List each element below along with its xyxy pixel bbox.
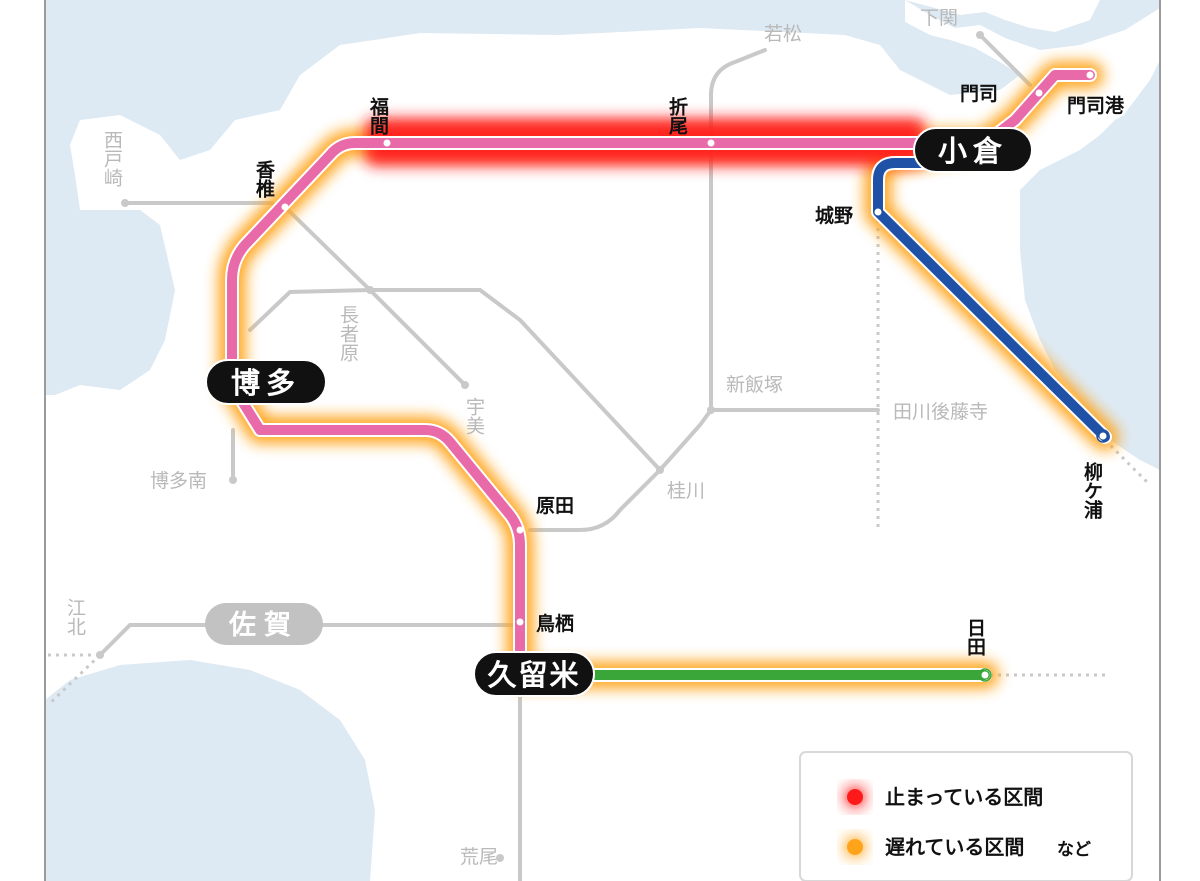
line-wakamatsu bbox=[709, 48, 767, 142]
shiniizuka-label: 新飯塚 bbox=[726, 374, 783, 396]
umi-dot bbox=[461, 381, 469, 389]
jono-dot bbox=[874, 208, 882, 216]
arao-dot bbox=[496, 854, 504, 862]
mojiko-label: 門司港 bbox=[1067, 95, 1125, 117]
legend-delayed-label: 遅れている区間 bbox=[885, 835, 1024, 859]
sea-north bbox=[45, 0, 1160, 395]
nishitozaki-dot bbox=[121, 199, 129, 207]
tagawagotoji-label: 田川後藤寺 bbox=[893, 401, 988, 423]
kagoshima-line-pink bbox=[227, 70, 1095, 677]
shiniizuka-dot bbox=[707, 406, 715, 414]
kurume-label: 久留米 bbox=[487, 658, 580, 692]
arao-label: 荒尾 bbox=[460, 846, 498, 868]
sea-ariake bbox=[45, 660, 375, 881]
orio-label: 折尾 bbox=[666, 97, 688, 136]
major-station-hakata[interactable]: 博多 bbox=[205, 359, 327, 405]
major-station-saga[interactable]: 佐賀 bbox=[205, 603, 323, 645]
orio-dot bbox=[707, 139, 715, 147]
inlet-east-bay bbox=[1040, 95, 1160, 440]
umi-label: 宇美 bbox=[463, 397, 485, 435]
fukuma-label: 福間 bbox=[367, 96, 390, 135]
legend: 止まっている区間 遅れている区間 など bbox=[799, 751, 1133, 881]
hita-label: 日田 bbox=[964, 618, 986, 656]
wakamatsu-label: 若松 bbox=[764, 23, 802, 45]
kashii-dot bbox=[281, 203, 289, 211]
moji-label: 門司 bbox=[960, 83, 998, 105]
kokura-label: 小倉 bbox=[938, 134, 1008, 168]
hakata-label: 博多 bbox=[231, 366, 301, 400]
line-shimonoseki bbox=[978, 33, 1032, 87]
station-labels-black: 福間 折尾 香椎 門司 門司港 城野 柳ケ浦 原田 鳥栖 日田 bbox=[253, 83, 1125, 656]
harada-label: 原田 bbox=[536, 495, 574, 517]
nishitozaki-label: 西戸崎 bbox=[101, 130, 123, 187]
hakataminami-dot bbox=[229, 476, 237, 484]
keisen-label: 桂川 bbox=[667, 480, 705, 502]
legend-stopped-label: 止まっている区間 bbox=[885, 785, 1043, 809]
kouhoku-label: 江北 bbox=[64, 598, 86, 636]
line-nagasaki bbox=[98, 623, 522, 657]
secondary-stations bbox=[96, 31, 984, 862]
jono-label: 城野 bbox=[815, 204, 853, 227]
hakataminami-label: 博多南 bbox=[150, 470, 207, 492]
nippo-line-blue bbox=[873, 158, 1110, 442]
yanagigaura-dot bbox=[1099, 432, 1107, 440]
major-station-kurume[interactable]: 久留米 bbox=[473, 651, 595, 697]
island-fragment bbox=[905, 0, 1100, 32]
secondary-lines bbox=[98, 33, 1032, 881]
moji-dot bbox=[1035, 89, 1043, 97]
major-station-kokura[interactable]: 小倉 bbox=[913, 127, 1033, 173]
saga-label: 佐賀 bbox=[228, 610, 299, 641]
kouhoku-dot bbox=[96, 651, 104, 659]
keisen-dot bbox=[656, 466, 664, 474]
main-stations bbox=[281, 71, 1107, 679]
main-lines bbox=[225, 68, 1112, 682]
nagasabaru-dot bbox=[366, 286, 374, 294]
line-orio-south bbox=[528, 138, 713, 532]
shimonoseki-dot bbox=[976, 31, 984, 39]
shimonoseki-label: 下関 bbox=[920, 7, 958, 29]
water-areas bbox=[45, 0, 1160, 881]
yanagigaura-label: 柳ケ浦 bbox=[1081, 461, 1103, 520]
legend-delayed-suffix: など bbox=[1057, 840, 1091, 860]
nagasabaru-label: 長者原 bbox=[337, 305, 359, 362]
main-station-rings bbox=[978, 429, 1110, 682]
station-labels-gray: 若松 下関 西戸崎 長者原 宇美 新飯塚 田川後藤寺 博多南 桂川 江北 荒尾 bbox=[64, 7, 988, 868]
tosu-label: 鳥栖 bbox=[536, 612, 574, 635]
legend-box bbox=[799, 751, 1133, 881]
fukuma-dot bbox=[383, 139, 391, 147]
kashii-label: 香椎 bbox=[253, 160, 276, 199]
line-sasaguri bbox=[248, 288, 662, 472]
tosu-dot bbox=[516, 618, 524, 626]
hita-dot bbox=[981, 671, 989, 679]
mojiko-dot bbox=[1086, 71, 1094, 79]
harada-dot bbox=[516, 526, 524, 534]
